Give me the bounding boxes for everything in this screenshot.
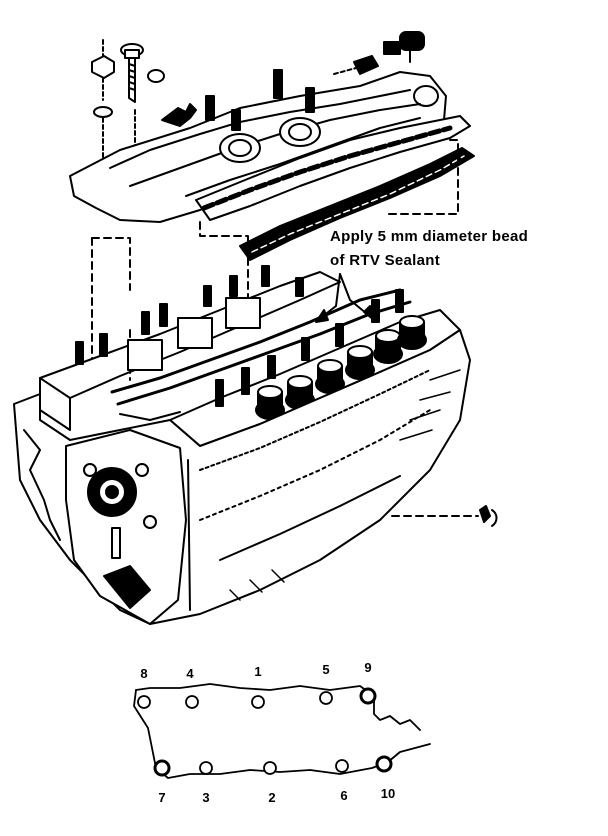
engine-block — [13, 329, 471, 625]
torque-number: 5 — [322, 662, 330, 677]
intake-manifold — [69, 69, 471, 223]
drain-fitting — [479, 505, 498, 527]
block-gasket — [110, 288, 412, 421]
torque-number: 2 — [268, 790, 276, 805]
bolt-hole-3 — [199, 761, 213, 775]
manifold-gasket — [239, 147, 475, 261]
washer — [93, 106, 113, 118]
bolt-hole-10 — [375, 755, 393, 773]
torque-number: 10 — [380, 786, 396, 801]
torque-number: 4 — [186, 666, 194, 681]
torque-sequence-diagram — [133, 683, 431, 779]
callout-rtv-line-2: of RTV Sealant — [330, 252, 441, 269]
torque-number: 9 — [364, 660, 372, 675]
nut — [91, 55, 115, 79]
torque-number: 7 — [158, 790, 166, 805]
temperature-sender — [333, 31, 425, 75]
torque-number: 1 — [254, 664, 262, 679]
fitting — [161, 103, 197, 127]
bolt-hole-1 — [251, 695, 265, 709]
bolt-hole-6 — [335, 759, 349, 773]
torque-number: 8 — [140, 666, 148, 681]
bolt — [120, 43, 144, 103]
cylinder-head-right — [169, 289, 461, 447]
callout-rtv-line-1: Apply 5 mm diameter bead — [330, 228, 529, 245]
plug — [147, 69, 165, 83]
exploded-hardware — [91, 39, 197, 161]
bolt-hole-7 — [153, 759, 171, 777]
torque-number: 6 — [340, 788, 348, 803]
bolt-hole-5 — [319, 691, 333, 705]
cylinder-head-left — [39, 265, 341, 431]
bolt-hole-9 — [359, 687, 377, 705]
bolt-hole-4 — [185, 695, 199, 709]
torque-number: 3 — [202, 790, 210, 805]
valve-springs — [255, 315, 427, 420]
bolt-hole-2 — [263, 761, 277, 775]
bolt-hole-8 — [137, 695, 151, 709]
